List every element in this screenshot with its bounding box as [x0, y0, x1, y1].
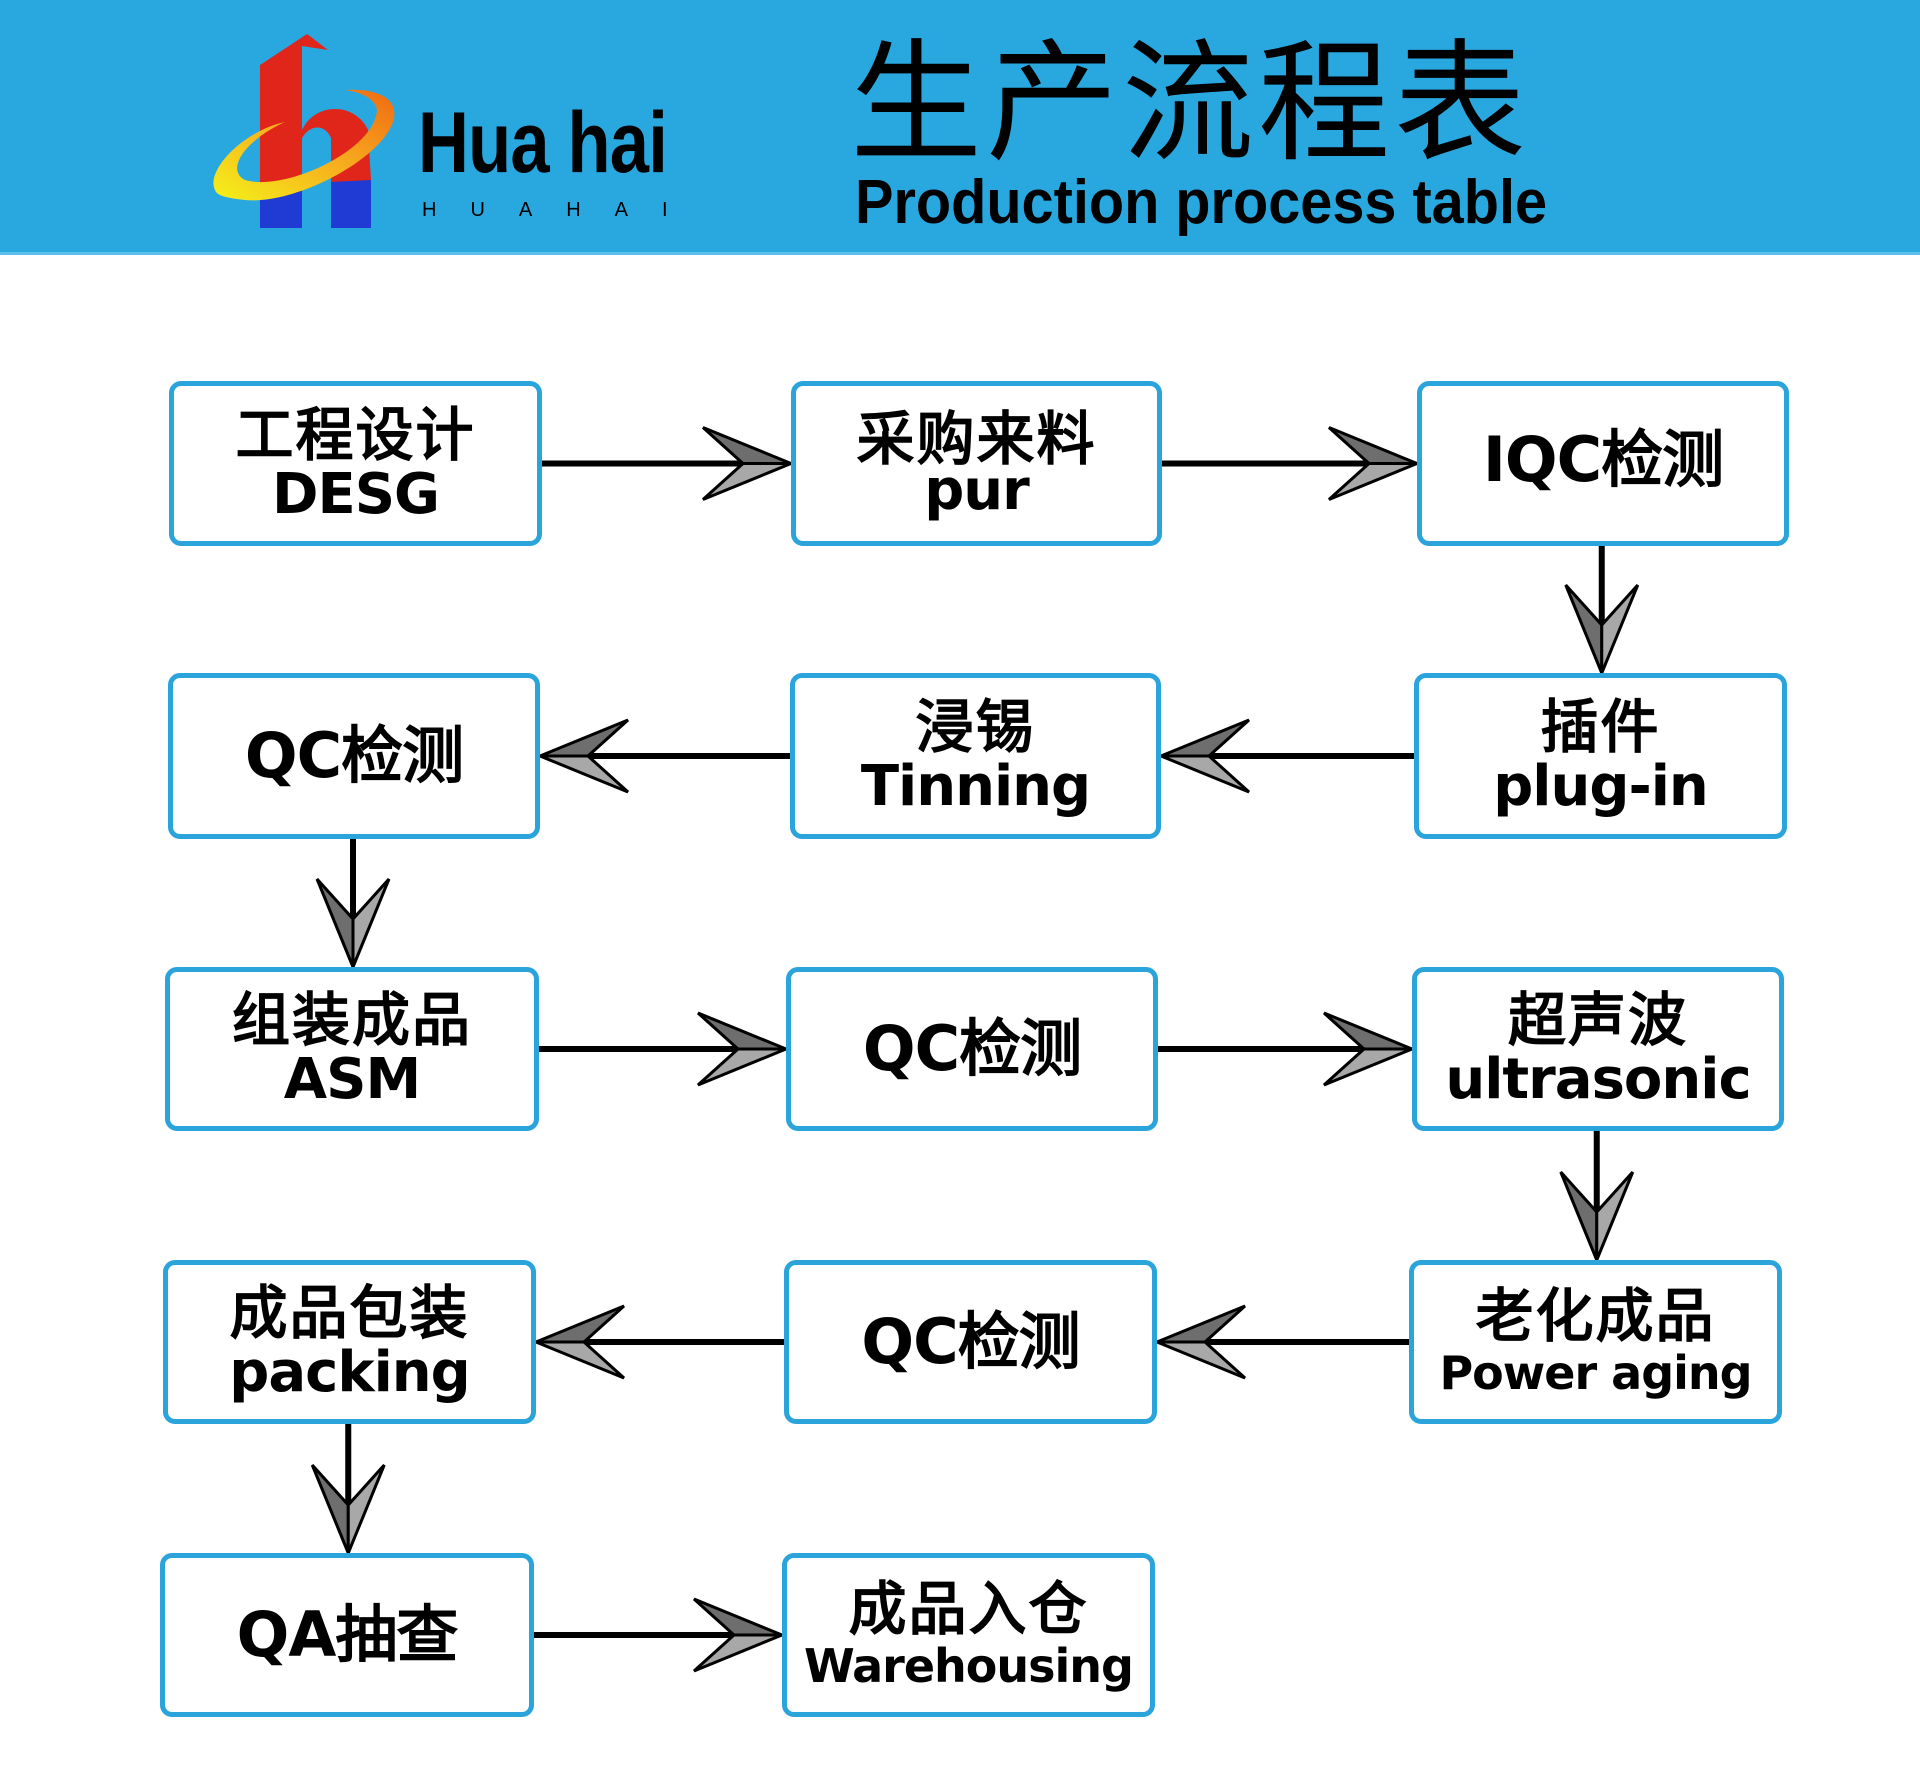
arrowhead-icon	[1600, 583, 1640, 674]
arrowhead-icon	[1160, 754, 1251, 794]
step-label-en: DESG	[271, 461, 440, 527]
step-label-cn: QC检测	[244, 719, 464, 792]
flow-arrow	[535, 1304, 784, 1380]
step-label-cn: 组装成品	[231, 986, 472, 1054]
arrowhead-icon	[310, 1463, 350, 1554]
arrowhead-icon	[315, 877, 355, 968]
arrowhead-icon	[1160, 718, 1251, 758]
arrowhead-icon	[539, 754, 630, 794]
step-label-en: pur	[924, 457, 1030, 523]
step-plugin: 插件 plug-in	[1414, 673, 1787, 839]
page-title-cn: 生产流程表	[850, 27, 1530, 181]
arrowhead-icon	[692, 1597, 783, 1637]
step-label-cn: QA抽查	[236, 1598, 459, 1671]
flow-arrow	[539, 718, 790, 794]
step-label-cn: 超声波	[1507, 986, 1688, 1054]
arrowhead-icon	[1564, 583, 1604, 674]
arrowhead-icon	[1595, 1170, 1635, 1261]
step-label-en: ultrasonic	[1445, 1047, 1751, 1112]
flow-arrow	[315, 839, 391, 968]
header-banner: Hua hai HUAHAI 生产流程表 Production process …	[0, 0, 1920, 255]
step-qa: QA抽查	[160, 1553, 534, 1717]
arrowhead-icon	[535, 1340, 626, 1380]
arrowhead-icon	[696, 1047, 787, 1087]
step-label-en: plug-in	[1493, 754, 1709, 819]
flow-arrow	[542, 426, 792, 501]
arrowhead-icon	[351, 877, 391, 968]
step-assembly: 组装成品 ASM	[165, 967, 539, 1131]
arrowhead-icon	[1559, 1170, 1599, 1261]
arrowhead-icon	[1156, 1304, 1247, 1344]
step-label-en: Warehousing	[804, 1639, 1134, 1693]
arrowhead-icon	[1327, 462, 1418, 501]
step-label-cn: 浸锡	[915, 693, 1036, 761]
flow-arrow	[534, 1597, 783, 1673]
step-design: 工程设计 DESG	[169, 381, 542, 546]
flow-arrow	[310, 1424, 386, 1554]
brand-name: Hua hai	[418, 95, 668, 191]
flow-arrow	[1564, 546, 1640, 674]
arrowhead-icon	[692, 1633, 783, 1673]
step-purchase: 采购来料 pur	[791, 381, 1162, 546]
arrowhead-icon	[1156, 1340, 1247, 1380]
step-ultrasonic: 超声波 ultrasonic	[1412, 967, 1784, 1131]
step-qc3: QC检测	[784, 1260, 1157, 1424]
flow-arrow	[1559, 1131, 1635, 1261]
huahai-h-logo-icon	[213, 34, 395, 228]
step-iqc: IQC检测	[1417, 381, 1789, 546]
step-warehousing: 成品入仓 Warehousing	[782, 1553, 1155, 1717]
arrowhead-icon	[1322, 1011, 1413, 1051]
step-label-cn: QC检测	[862, 1012, 1082, 1085]
step-qc1: QC检测	[168, 673, 540, 839]
flow-arrow	[1162, 426, 1418, 501]
arrowhead-icon	[1322, 1047, 1413, 1087]
flow-arrow	[539, 1011, 787, 1087]
arrowhead-icon	[539, 718, 630, 758]
step-label-en: packing	[229, 1340, 470, 1405]
step-label-cn: 采购来料	[856, 404, 1097, 473]
step-label-cn: QC检测	[861, 1305, 1080, 1378]
flow-arrow	[1160, 718, 1414, 794]
arrowhead-icon	[696, 1011, 787, 1051]
step-tinning: 浸锡 Tinning	[790, 673, 1161, 839]
step-label-cn: 老化成品	[1475, 1282, 1716, 1350]
arrowhead-icon	[701, 426, 792, 465]
brand-subtitle: HUAHAI	[422, 199, 702, 221]
flow-arrow	[1158, 1011, 1413, 1087]
page-title-en: Production process table	[855, 168, 1548, 237]
step-label-en: Tinning	[860, 754, 1091, 819]
arrowhead-icon	[535, 1304, 626, 1344]
step-label-en: ASM	[283, 1047, 421, 1112]
step-qc2: QC检测	[786, 967, 1158, 1131]
arrowhead-icon	[1327, 426, 1418, 465]
step-aging: 老化成品 Power aging	[1409, 1260, 1782, 1424]
step-label-cn: 工程设计	[235, 400, 476, 469]
step-packing: 成品包装 packing	[163, 1260, 536, 1424]
step-label-cn: IQC检测	[1482, 422, 1724, 496]
step-label-cn: 成品入仓	[848, 1575, 1089, 1643]
step-label-cn: 插件	[1540, 693, 1661, 761]
step-label-en: Power aging	[1439, 1346, 1752, 1400]
flow-arrow	[1156, 1304, 1409, 1380]
arrowhead-icon	[346, 1463, 386, 1554]
step-label-cn: 成品包装	[229, 1279, 470, 1347]
arrowhead-icon	[701, 462, 792, 501]
